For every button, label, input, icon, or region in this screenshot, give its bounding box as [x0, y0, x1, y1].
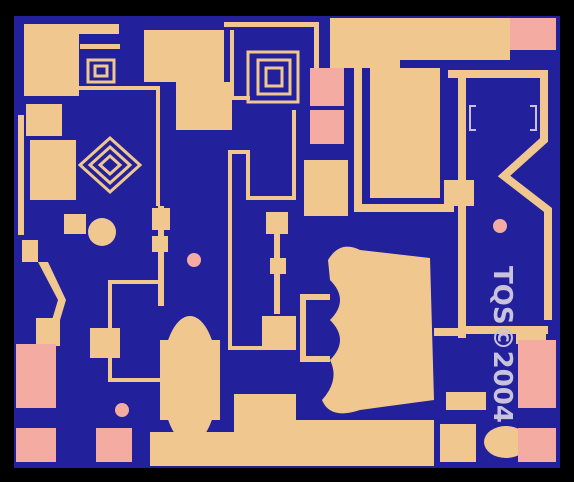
metal-feed-s	[300, 294, 330, 300]
metal-block-topright2	[370, 68, 440, 198]
metal-trace-top	[224, 22, 319, 27]
metal-block-left1	[26, 104, 62, 136]
metal-bar-bottom	[234, 420, 434, 466]
metal-trace-v1	[156, 86, 160, 206]
metal-trace-v9	[354, 60, 362, 210]
cap-square1	[266, 212, 288, 234]
via-pad2	[493, 219, 507, 233]
metal-trace-h6	[108, 378, 164, 382]
bond-pad-left2	[16, 428, 56, 462]
metal-pad-br	[484, 426, 528, 458]
bond-pad-topright	[510, 18, 556, 50]
metal-block-topright1	[330, 18, 400, 68]
metal-trace-right-top	[448, 70, 548, 78]
bond-pad-right2	[518, 428, 556, 462]
metal-block-topright3	[400, 18, 510, 60]
spiral-center	[246, 50, 300, 104]
bracket-marks	[469, 105, 537, 131]
via-pad3	[115, 403, 129, 417]
metal-trace-v4	[246, 150, 250, 200]
cap-square4	[152, 208, 170, 230]
transistor-fingers	[160, 340, 220, 420]
metal-block-small2	[22, 240, 38, 262]
metal-block-topcenter	[144, 30, 224, 82]
cap-square3	[262, 316, 296, 350]
via-pad1	[187, 253, 201, 267]
metal-block-br2	[446, 392, 486, 410]
metal-trace-h9	[434, 328, 464, 336]
metal-trace-h2	[230, 96, 250, 100]
metal-feed-s2	[300, 356, 330, 362]
bond-pad-right1	[518, 340, 556, 408]
metal-block-topleft	[24, 34, 79, 96]
metal-strip	[80, 44, 120, 49]
metal-block-mid	[304, 160, 348, 216]
metal-block-br1	[440, 424, 476, 462]
metal-block-bottom-left	[150, 432, 234, 466]
metal-trace-h1	[60, 86, 160, 90]
metal-trace-h5	[108, 280, 164, 284]
combiner	[322, 246, 434, 414]
spiral-outer	[86, 58, 116, 84]
cap-square6	[90, 328, 120, 358]
metal-trace-h10	[462, 326, 548, 334]
bond-pad-left3	[96, 428, 132, 462]
metal-feed-s3	[300, 294, 306, 362]
spiral-inner	[93, 64, 109, 78]
metal-trace-h4	[246, 196, 296, 200]
bracket-left	[469, 105, 476, 131]
diamond-spiral	[77, 135, 143, 195]
bond-pad-left1	[16, 344, 56, 408]
bond-pads	[16, 18, 556, 462]
cap-square5	[152, 236, 168, 252]
metal-block-left2	[30, 140, 76, 200]
metal-trace-left	[18, 115, 24, 235]
bond-pad-top-center	[310, 68, 344, 106]
metal-trace-h3	[228, 150, 248, 154]
metal-trace-top-v	[314, 22, 319, 74]
metal-bar-topleft	[24, 24, 119, 34]
metal-trace-v3	[228, 150, 232, 350]
metal-trace-v7	[158, 206, 164, 306]
bond-pad-top-center2	[310, 110, 344, 144]
metal-trace-right-v	[458, 78, 466, 338]
metal-trace-h8	[354, 204, 454, 212]
metal-block-small	[64, 214, 86, 234]
metal-trace-br	[516, 334, 546, 344]
metal-block-center	[176, 82, 232, 130]
metal-trace-v2	[230, 30, 234, 100]
round-pad-left	[88, 218, 116, 246]
bracket-right	[530, 105, 537, 131]
metal-trace-h7	[228, 346, 268, 350]
cap-square2	[270, 258, 286, 274]
metal-layer	[18, 18, 552, 466]
metal-trace-v5	[292, 110, 296, 200]
die-marking: TQS©2004	[487, 266, 517, 423]
cap-square-right	[444, 180, 474, 206]
round-pad-topright	[418, 30, 446, 58]
metal-feed-v	[36, 318, 60, 346]
metal-trace-zigzag	[497, 78, 552, 320]
metal-feed-diag	[38, 262, 66, 320]
